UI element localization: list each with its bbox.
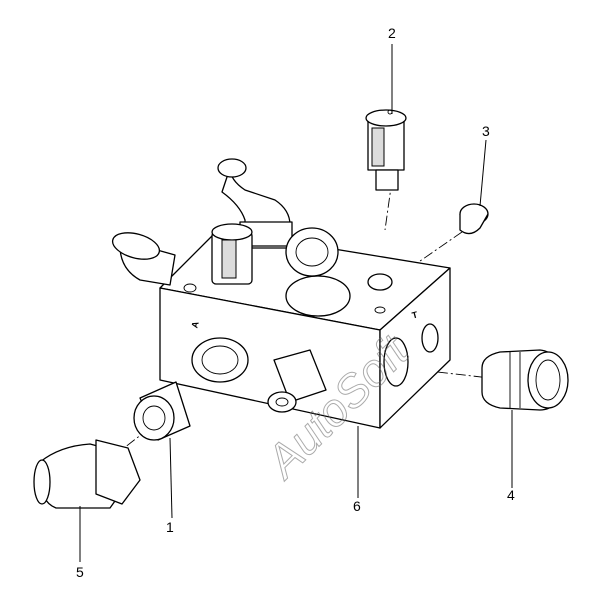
callout-6: 6 bbox=[353, 498, 361, 514]
callout-3: 3 bbox=[482, 123, 490, 139]
top-elbow-fitting bbox=[217, 158, 293, 249]
part-1-straight-fitting bbox=[133, 381, 191, 441]
port-marking-t: T bbox=[411, 309, 419, 320]
left-elbow-fitting bbox=[111, 232, 176, 286]
callout-labels: 1 2 3 4 5 6 bbox=[76, 25, 515, 580]
port-marking-a: A bbox=[189, 320, 200, 329]
part-2-pressure-switch bbox=[365, 109, 407, 191]
callout-5: 5 bbox=[76, 564, 84, 580]
block-pressure-switch bbox=[211, 223, 253, 285]
leader-lines bbox=[79, 44, 513, 562]
block-rear-fitting bbox=[285, 227, 351, 317]
callout-1: 1 bbox=[166, 519, 174, 535]
callout-2: 2 bbox=[388, 25, 396, 41]
part-4-union-fitting bbox=[481, 349, 569, 411]
part-3-plug bbox=[459, 203, 489, 235]
part-5-elbow-fitting bbox=[33, 439, 141, 509]
block-front-fitting bbox=[267, 349, 327, 413]
callout-4: 4 bbox=[507, 487, 515, 503]
